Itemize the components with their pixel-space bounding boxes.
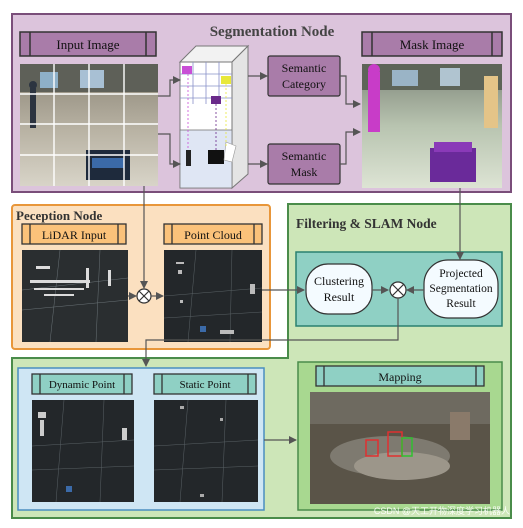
perception-node-title: Peception Node — [16, 208, 103, 223]
point-cloud-label-box: Point Cloud — [163, 223, 263, 245]
dynamic-point-image — [31, 399, 135, 503]
category-cell-yellow — [221, 76, 231, 84]
semantic-mask-box: Semantic Mask — [267, 143, 341, 185]
projected-line1: Projected — [439, 268, 483, 280]
mask-slice-object — [208, 150, 224, 164]
projected-line2: Segmentation — [429, 283, 492, 295]
static-point-image — [153, 399, 259, 503]
lidar-input-image — [21, 249, 129, 343]
mapping-image — [310, 392, 490, 504]
mapping-static-box — [401, 437, 413, 457]
filtering-slam-title: Filtering & SLAM Node — [296, 216, 437, 231]
input-image — [20, 64, 158, 186]
point-cloud-label: Point Cloud — [184, 228, 242, 242]
projected-line3: Result — [446, 298, 476, 310]
semantic-category-box: Semantic Category — [267, 55, 341, 97]
lidar-input-label-box: LiDAR Input — [21, 223, 127, 245]
fusion-operator-2 — [389, 281, 407, 299]
semantic-category-line2: Category — [282, 77, 326, 91]
mapping-label: Mapping — [378, 370, 421, 384]
mask-image-label-box: Mask Image — [361, 31, 503, 57]
input-image-label-box: Input Image — [19, 31, 157, 57]
mask-person-region — [368, 72, 380, 132]
filtering-slam-node: Filtering & SLAM Node Clustering Result … — [11, 203, 512, 519]
category-cell-purple — [182, 66, 192, 74]
watermark-text: CSDN @天工开物深度学习机器人 — [374, 505, 510, 516]
lidar-input-label: LiDAR Input — [42, 228, 107, 242]
semantic-category-line1: Semantic — [282, 61, 327, 75]
input-image-label: Input Image — [56, 37, 119, 52]
segmentation-node-title: Segmentation Node — [210, 24, 335, 40]
clustering-line2: Result — [324, 290, 355, 304]
mask-image-label: Mask Image — [400, 37, 465, 52]
slam-arrows — [142, 286, 424, 444]
segmentation-node: Segmentation Node Input Image — [11, 13, 512, 193]
mapping-dynamic-box-1 — [365, 439, 379, 457]
mapping-label-box: Mapping — [315, 365, 485, 387]
point-cloud-image — [163, 249, 263, 343]
mask-robot-region — [430, 148, 476, 182]
static-point-label-box: Static Point — [153, 373, 257, 395]
segmentation-arrows — [158, 72, 361, 168]
semantic-mask-line2: Mask — [291, 165, 318, 179]
mask-image — [362, 64, 502, 188]
dynamic-point-label: Dynamic Point — [49, 379, 115, 391]
feature-cube — [178, 44, 250, 190]
projected-segmentation-node: Projected Segmentation Result — [423, 259, 499, 319]
static-point-label: Static Point — [179, 379, 230, 391]
fusion-operator-1 — [136, 288, 152, 304]
input-image-grid — [20, 64, 158, 186]
perception-node: Peception Node LiDAR Input Point Cloud — [11, 204, 271, 350]
semantic-mask-line1: Semantic — [282, 149, 327, 163]
dynamic-point-label-box: Dynamic Point — [31, 373, 133, 395]
clustering-result-node: Clustering Result — [305, 263, 373, 315]
category-cell-dark-purple — [211, 96, 221, 104]
clustering-line1: Clustering — [314, 274, 364, 288]
